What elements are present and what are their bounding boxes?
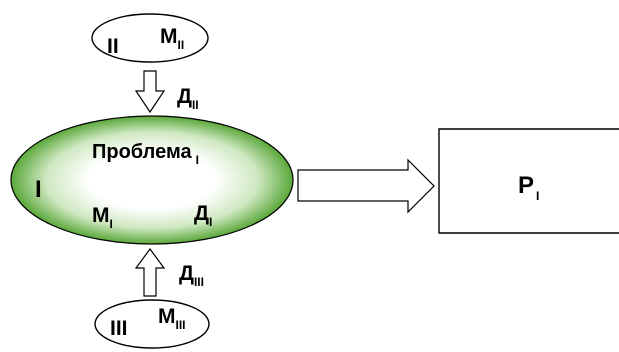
result-box-outline bbox=[438, 128, 619, 234]
bottom-node-ellipse bbox=[94, 299, 210, 349]
top-node-m-label: MII bbox=[160, 25, 184, 52]
bottom-node-m-label: MIII bbox=[158, 305, 186, 332]
bottom-arrow-shape bbox=[134, 247, 166, 297]
result-arrow-shape bbox=[297, 158, 435, 214]
bottom-node-roman: III bbox=[110, 317, 128, 340]
top-node: II MII bbox=[91, 13, 209, 63]
bottom-arrow-d-label: ДIII bbox=[179, 262, 204, 289]
bottom-node: III MIII bbox=[94, 299, 210, 349]
top-node-roman: II bbox=[107, 35, 119, 58]
main-node-d-label: ДI bbox=[194, 202, 212, 229]
result-arrow bbox=[297, 158, 435, 214]
top-node-ellipse bbox=[91, 13, 209, 63]
top-arrow-shape bbox=[134, 70, 166, 114]
top-arrow-d-label: ДII bbox=[177, 85, 199, 112]
bottom-arrow: ДIII bbox=[134, 247, 204, 297]
top-arrow: ДII bbox=[134, 70, 199, 114]
main-node-ellipse bbox=[10, 115, 294, 245]
main-node-m-label: MI bbox=[92, 204, 113, 231]
main-node-roman: I bbox=[35, 176, 42, 203]
